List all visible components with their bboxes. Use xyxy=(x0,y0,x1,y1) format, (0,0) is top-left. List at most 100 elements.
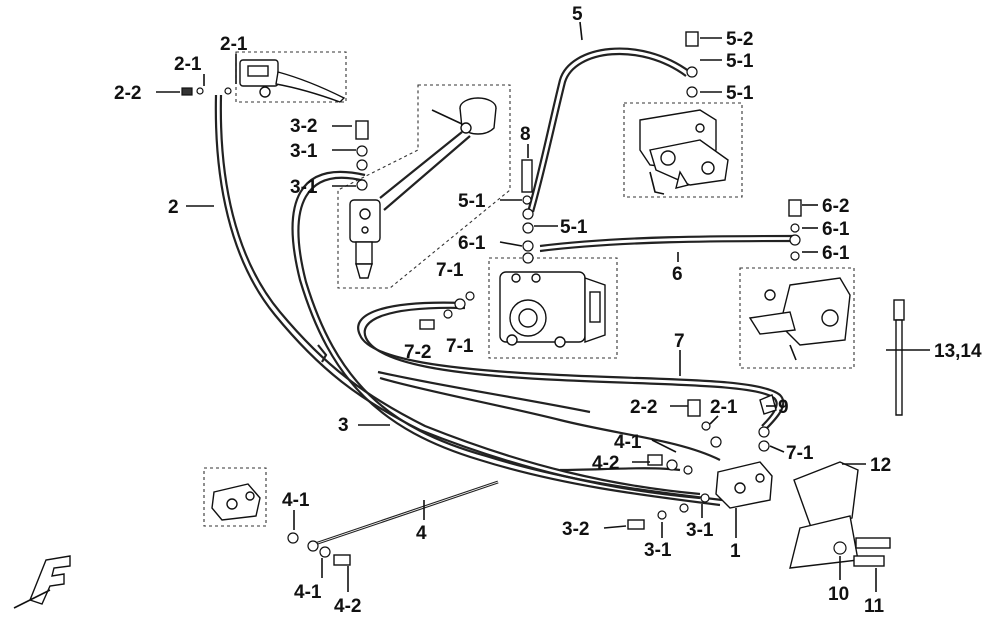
washer-10 xyxy=(833,541,847,555)
brake-hose-3 xyxy=(291,170,721,507)
bolt-2-2-top xyxy=(181,87,193,96)
rear-caliper-piston xyxy=(821,309,839,327)
abs-unit-assembly xyxy=(499,271,606,348)
rear-caliper-bleeder xyxy=(764,289,776,301)
lever-pivot xyxy=(259,86,271,98)
callout-labels: 5 5-2 5-1 5-1 2-1 2-1 2-2 8 3-2 3-1 3-1 … xyxy=(114,4,982,617)
brake-line-4-2 xyxy=(559,467,681,472)
washer-7-1-lower-a xyxy=(758,426,770,438)
brake-hose-5-outer xyxy=(531,52,687,213)
callout-5-1-b: 5-1 xyxy=(726,83,754,104)
callout-3-1-c: 3-1 xyxy=(644,540,672,561)
joint-port-2 xyxy=(755,473,765,483)
callout-2-1-b: 2-1 xyxy=(174,54,202,75)
rear-caliper-bracket xyxy=(748,311,796,335)
small-joint xyxy=(211,483,261,521)
brake-hose-7-outer xyxy=(363,306,778,427)
abs-mount-2 xyxy=(554,336,566,348)
callout-5-1-d: 5-1 xyxy=(560,217,588,238)
rear-caliper-assembly xyxy=(748,277,851,361)
bolt-2-2-lower xyxy=(687,399,701,417)
front-caliper-assembly xyxy=(639,109,729,195)
washer-3-1-lower-a xyxy=(657,510,667,520)
brake-hose-7-strand xyxy=(379,376,721,461)
brake-hose-7 xyxy=(357,301,785,431)
callout-8: 8 xyxy=(520,124,531,145)
hose-kink xyxy=(317,344,328,363)
callout-11: 11 xyxy=(864,596,885,617)
callout-7-1-b: 7-1 xyxy=(446,336,474,357)
callout-4: 4 xyxy=(416,523,427,544)
brake-lever-assembly xyxy=(239,59,346,103)
washer-6-1b xyxy=(522,252,534,264)
callout-1: 1 xyxy=(730,541,741,562)
washer-3-1a xyxy=(356,145,368,157)
callout-4-1-a: 4-1 xyxy=(614,432,642,453)
rear-caliper-arm xyxy=(789,344,797,361)
callout-6-2: 6-2 xyxy=(822,196,849,217)
washer-6-1-r1 xyxy=(790,223,800,233)
washer-7-1b xyxy=(454,298,466,310)
abs-motor-core xyxy=(518,308,538,328)
leader-6-1a xyxy=(499,241,523,247)
callout-3: 3 xyxy=(338,415,349,436)
small-joint-port xyxy=(226,498,238,510)
washer-4-1-upper-b xyxy=(683,465,693,475)
callout-4-2-a: 4-2 xyxy=(592,453,619,474)
caliper-pad xyxy=(675,170,690,189)
abs-port-1 xyxy=(511,273,521,283)
callout-3-1-a: 3-1 xyxy=(290,141,318,162)
callout-2-1-c: 2-1 xyxy=(710,397,738,418)
callout-6-1-c: 6-1 xyxy=(822,243,850,264)
brake-hose-6-outer xyxy=(539,239,796,253)
washer-3-1-lower-c xyxy=(700,493,710,503)
bolt-6-2 xyxy=(788,199,802,217)
reservoir-window xyxy=(247,65,269,77)
bolt-7-2 xyxy=(419,319,435,330)
brake-hose-5 xyxy=(526,47,691,213)
callout-7: 7 xyxy=(674,331,685,352)
bolt-11b xyxy=(853,555,885,567)
reservoir-hose xyxy=(379,131,471,211)
cable-tie-head xyxy=(893,299,905,321)
callout-2-2: 2-2 xyxy=(114,83,141,104)
callout-12: 12 xyxy=(870,455,891,476)
callout-5-2: 5-2 xyxy=(726,29,753,50)
abs-mount-1 xyxy=(506,334,518,346)
washer-6-1-r3 xyxy=(790,251,800,261)
rear-caliper-box xyxy=(739,267,855,369)
master-cylinder-box xyxy=(337,84,511,289)
bolt-3-2 xyxy=(355,120,369,140)
bolt-11a xyxy=(855,537,891,549)
callout-13-14: 13,14 xyxy=(934,341,982,362)
master-cylinder-rod xyxy=(355,241,373,265)
washer-4-1-lower-a xyxy=(287,532,299,544)
leader-3-2b xyxy=(603,525,627,529)
mc-port xyxy=(359,208,371,220)
washer-7-1-lower-b xyxy=(758,440,770,452)
bracket-plate xyxy=(793,461,859,531)
master-cylinder-body xyxy=(349,199,381,243)
callout-4-2-b: 4-2 xyxy=(334,596,361,617)
washer-5-1-upper-b xyxy=(686,86,698,98)
leader-lines xyxy=(156,21,930,592)
callout-2-1: 2-1 xyxy=(220,34,248,55)
abs-port-2 xyxy=(531,273,541,283)
washer-6-1-r2 xyxy=(789,234,801,246)
small-joint-port-2 xyxy=(245,491,255,501)
callout-7-2: 7-2 xyxy=(404,342,431,363)
callout-6: 6 xyxy=(672,264,683,285)
callout-6-1-a: 6-1 xyxy=(458,233,486,254)
washer-2-1-lower-b xyxy=(710,436,722,448)
caliper-piston xyxy=(660,150,676,166)
callout-5-1-a: 5-1 xyxy=(726,51,754,72)
bolt-8 xyxy=(521,159,533,193)
mc-port-2 xyxy=(361,226,369,234)
callout-7-1-a: 7-1 xyxy=(436,260,464,281)
reservoir-screw xyxy=(431,109,463,125)
washer-3-1-lower-b xyxy=(679,503,689,513)
callout-9: 9 xyxy=(778,397,789,418)
washer-5-1-upper-a xyxy=(686,66,698,78)
caliper-bleeder xyxy=(701,161,715,175)
